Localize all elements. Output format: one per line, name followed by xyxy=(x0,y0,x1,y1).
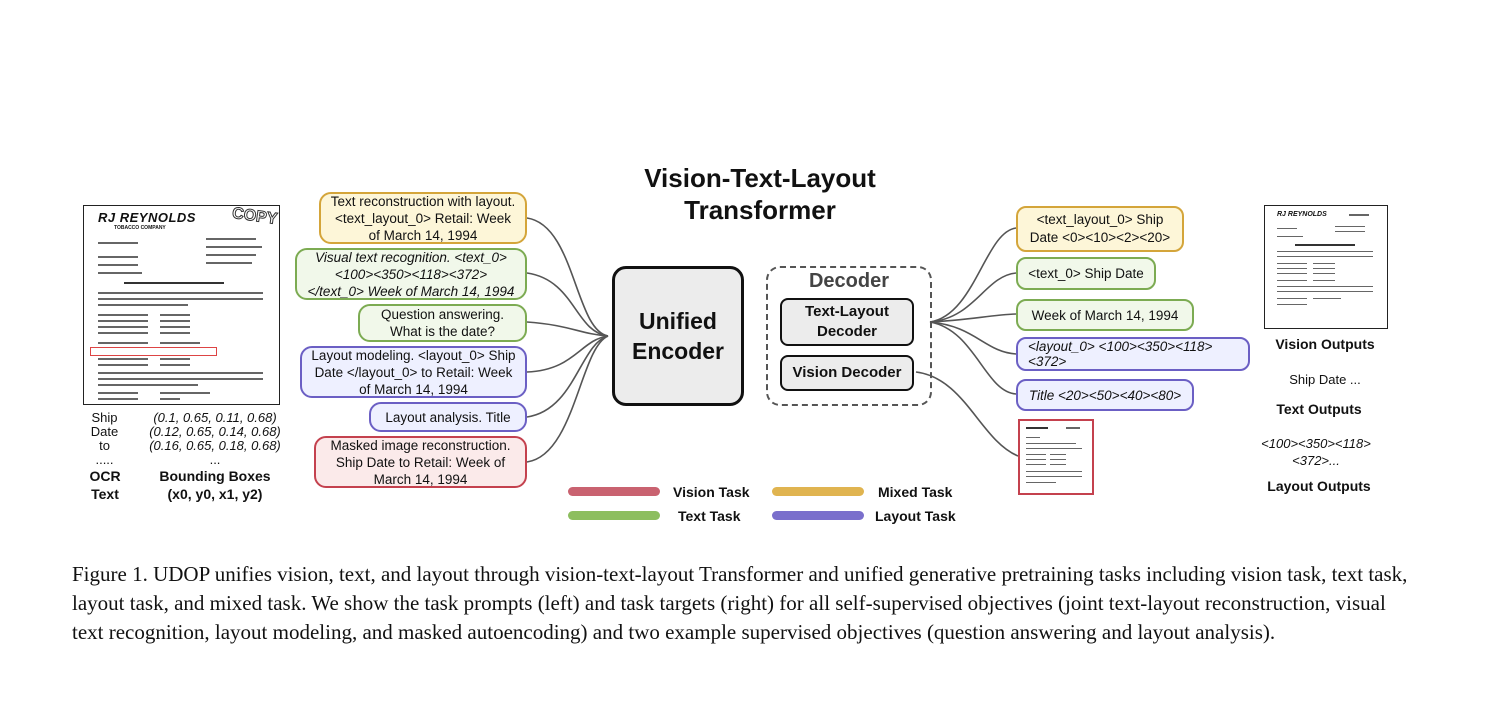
text-outputs-label: Text Outputs xyxy=(1276,401,1362,417)
figure-caption: Figure 1. UDOP unifies vision, text, and… xyxy=(72,562,1408,644)
layout-output-sample: <372>... xyxy=(1292,453,1340,468)
decoder-title: Decoder xyxy=(808,270,890,292)
prompt-visual-text-recognition: Visual text recognition. <text_0> <100><… xyxy=(295,248,527,300)
decoder-group xyxy=(766,266,932,406)
prompt-layout-modeling: Layout modeling. <layout_0> Ship Date </… xyxy=(300,346,527,398)
legend-swatch-text xyxy=(568,511,660,520)
encoder-label: Unified xyxy=(639,308,717,334)
legend-label-vision: Vision Task xyxy=(673,484,750,500)
legend-swatch-vision xyxy=(568,487,660,496)
input-document-image: RJ REYNOLDS TOBACCO COMPANY COPY xyxy=(83,205,280,405)
ocr-word: Date xyxy=(90,424,119,439)
prompt-masked-image-reconstruction: Masked image reconstruction. Ship Date t… xyxy=(314,436,527,488)
target-layout-analysis: Title <20><50><40><80> xyxy=(1016,379,1194,411)
legend-label-text: Text Task xyxy=(678,508,741,524)
target-question-answer: Week of March 14, 1994 xyxy=(1016,299,1194,331)
ocr-word: to xyxy=(99,438,110,453)
output-document-logo: RJ REYNOLDS xyxy=(1277,211,1327,218)
bounding-boxes-label: (x0, y0, x1, y2) xyxy=(167,486,263,502)
highlight-ship-date-box xyxy=(90,347,217,356)
ocr-box: (0.12, 0.65, 0.14, 0.68) xyxy=(149,424,281,439)
decoder-label: Decoder xyxy=(816,323,878,340)
document-stamp: COPY xyxy=(231,205,279,229)
document-logo: RJ REYNOLDS xyxy=(98,210,196,225)
text-output-sample: Ship Date ... xyxy=(1289,372,1361,387)
legend-label-layout: Layout Task xyxy=(875,508,956,524)
ocr-box: (0.16, 0.65, 0.18, 0.68) xyxy=(149,438,281,453)
bounding-boxes-label: Bounding Boxes xyxy=(159,468,271,484)
ocr-text-label: Text xyxy=(91,486,119,502)
ocr-text-label: OCR xyxy=(89,468,121,484)
layout-output-sample: <100><350><118> xyxy=(1261,436,1371,451)
target-layout-modeling: <layout_0> <100><350><118><372> xyxy=(1016,337,1250,371)
target-reconstructed-image xyxy=(1018,419,1094,495)
legend-label-mixed: Mixed Task xyxy=(878,484,953,500)
target-text-recognition: <text_0> Ship Date xyxy=(1016,257,1156,290)
vision-output-document: RJ REYNOLDS xyxy=(1264,205,1388,329)
layout-outputs-label: Layout Outputs xyxy=(1267,478,1371,494)
prompt-layout-analysis: Layout analysis. Title xyxy=(369,402,527,432)
document-company: TOBACCO COMPANY xyxy=(114,225,166,231)
encoder-label: Encoder xyxy=(631,338,725,364)
vision-outputs-label: Vision Outputs xyxy=(1275,336,1375,352)
legend-swatch-layout xyxy=(772,511,864,520)
target-text-layout: <text_layout_0> Ship Date <0><10><2><20> xyxy=(1016,206,1184,252)
vision-decoder: Vision Decoder xyxy=(780,355,914,391)
ocr-box: (0.1, 0.65, 0.11, 0.68) xyxy=(153,410,277,425)
diagram-title: Vision-Text-Layout Transformer xyxy=(644,163,876,225)
prompt-text-reconstruction: Text reconstruction with layout. <text_l… xyxy=(319,192,527,244)
decoder-label: Text-Layout xyxy=(805,303,889,320)
prompt-question-answering: Question answering. What is the date? xyxy=(358,304,527,342)
legend-swatch-mixed xyxy=(772,487,864,496)
ocr-box: ... xyxy=(209,452,221,467)
ocr-word: ..... xyxy=(95,452,114,467)
ocr-word: Ship xyxy=(91,410,118,425)
